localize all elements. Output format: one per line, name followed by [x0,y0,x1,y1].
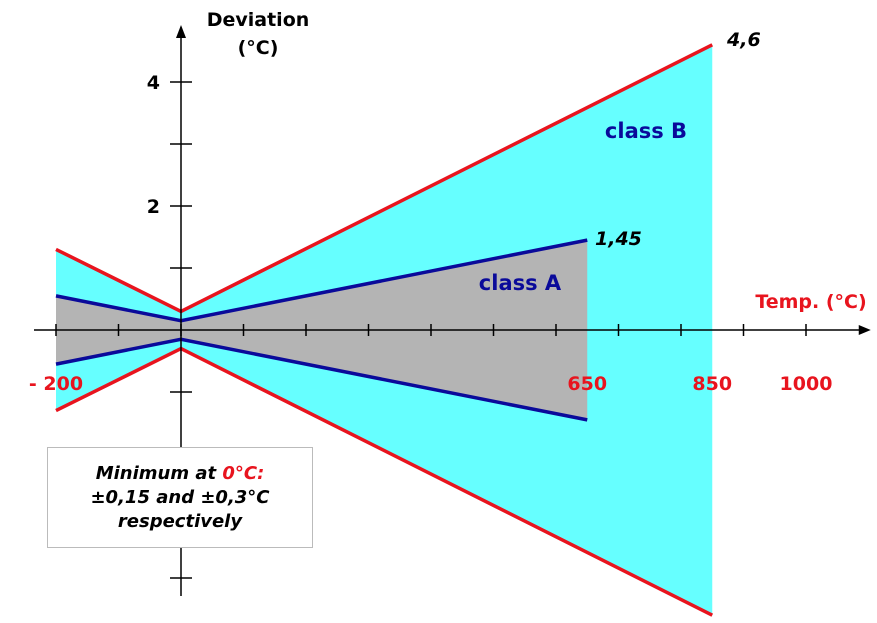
x-tick-label-650: 650 [567,373,607,395]
y-axis-arrow [176,25,186,38]
y-tick-label-2: 2 [147,196,160,218]
label-layer: Deviation (°C) Temp. (°C) class B class … [29,9,867,395]
note-line1: Minimum at 0°C: [96,462,265,486]
class-b-end-label: 4,6 [726,29,761,51]
note-line2: ±0,15 and ±0,3°C [90,486,270,508]
note-line1-highlight: 0°C: [222,462,265,484]
note-line1-prefix: Minimum at [95,462,223,484]
y-tick-label-4: 4 [147,72,160,94]
note-line3: respectively [117,510,243,532]
x-axis-arrow [858,325,871,335]
class-a-label: class A [479,271,562,295]
x-tick-label-850: 850 [692,373,732,395]
class-b-label: class B [605,119,687,143]
x-tick-label--200: - 200 [29,373,83,395]
y-axis-title-line1: Deviation [207,9,310,31]
x-axis-title: Temp. (°C) [755,291,866,313]
class-a-end-label: 1,45 [595,228,642,250]
minimum-note: Minimum at 0°C: ±0,15 and ±0,3°C respect… [47,447,313,548]
x-tick-label-1000: 1000 [780,373,833,395]
y-axis-title-line2: (°C) [238,37,279,59]
